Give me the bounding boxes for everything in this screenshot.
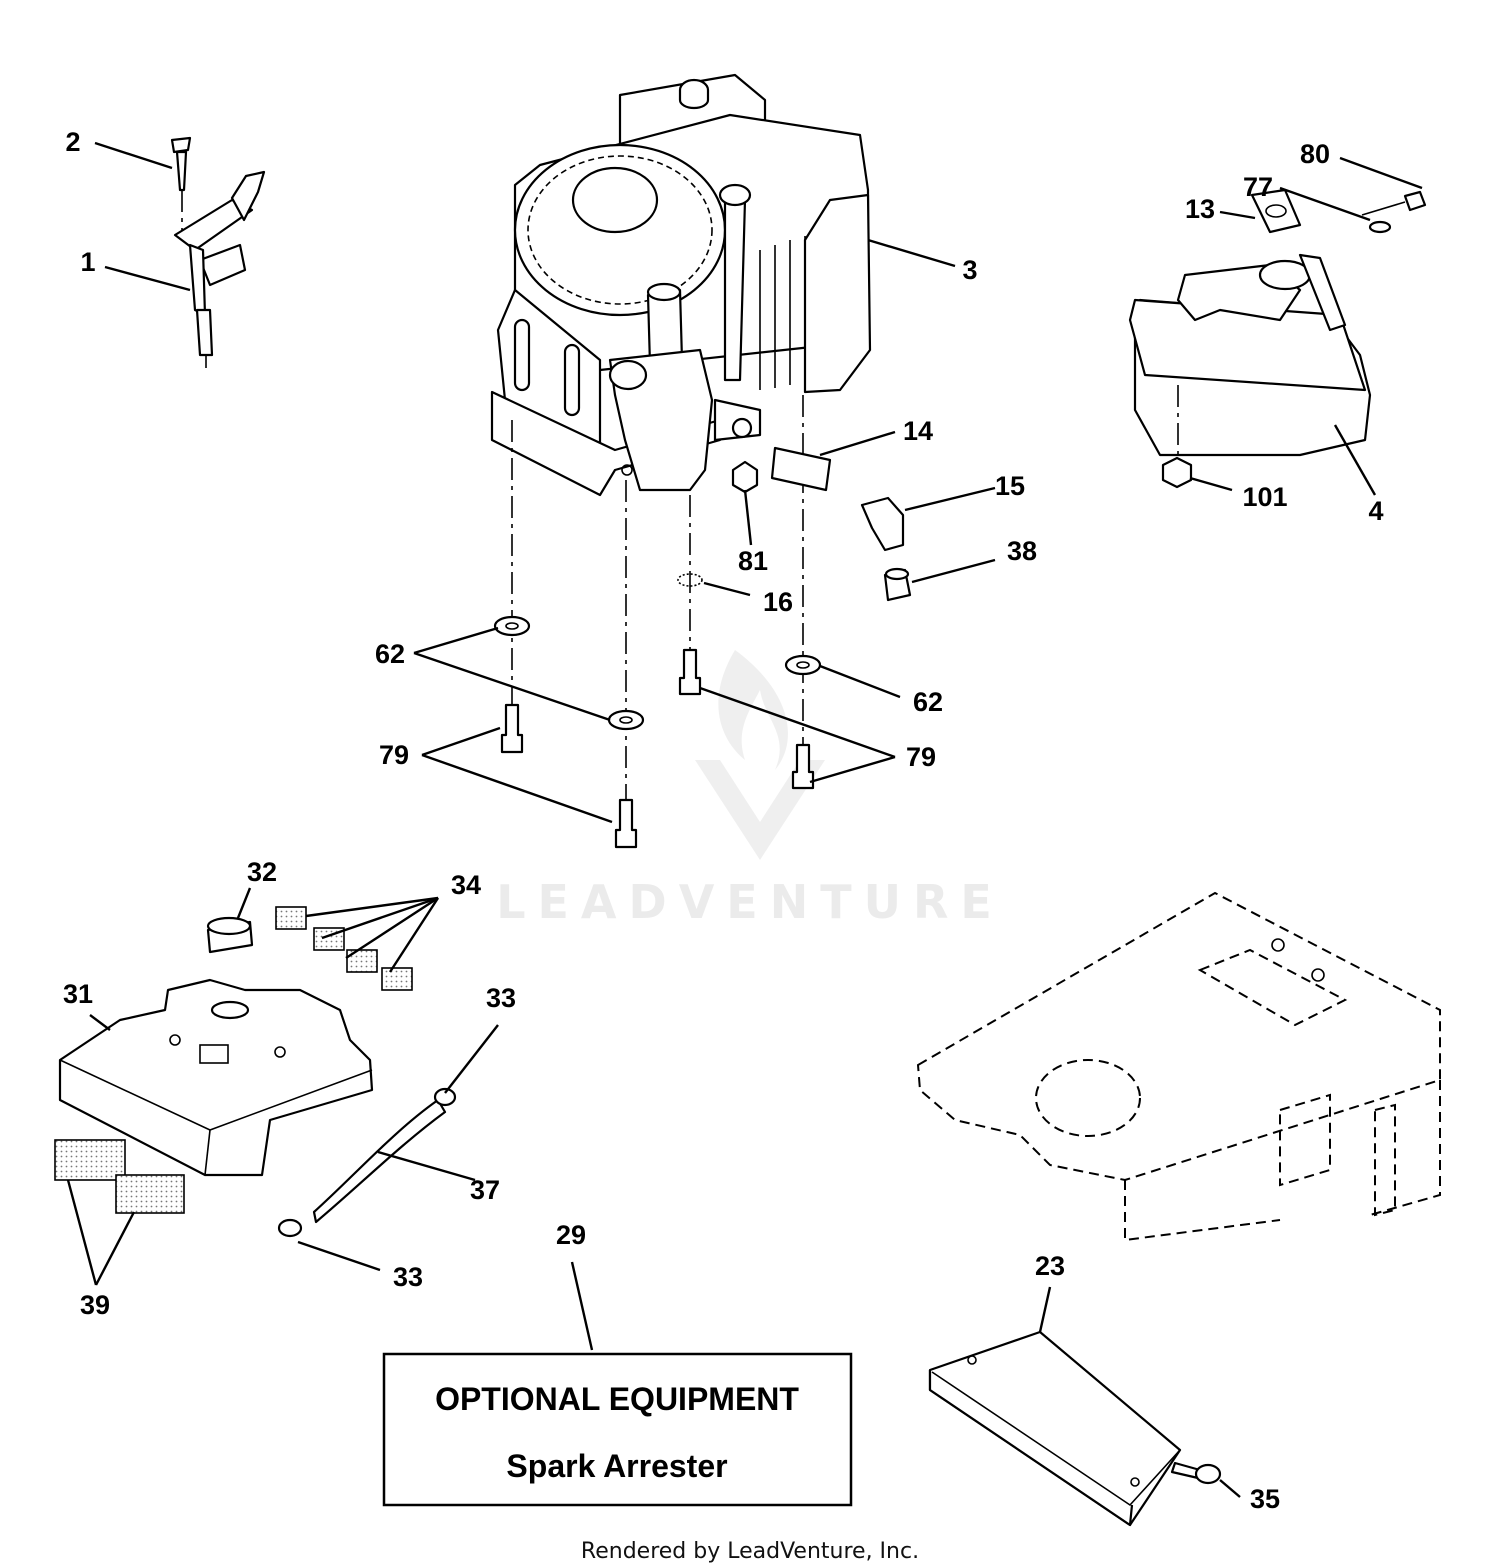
callout-77: 77 (1243, 172, 1273, 202)
muffler-part (1128, 188, 1427, 489)
frame-part (916, 891, 1441, 1242)
callout-2: 2 (65, 127, 80, 157)
callout-13: 13 (1185, 194, 1215, 224)
callout-15: 15 (995, 471, 1025, 501)
optional-equipment-box: OPTIONAL EQUIPMENT Spark Arrester (382, 1352, 853, 1507)
callout-1: 1 (80, 247, 95, 277)
callout-4: 4 (1368, 496, 1383, 526)
callout-23: 23 (1035, 1251, 1065, 1281)
skid-plate-part (928, 1330, 1222, 1527)
callout-80: 80 (1300, 139, 1330, 169)
engine-part (490, 73, 872, 497)
washer-62-parts (493, 573, 822, 731)
callout-31: 31 (63, 979, 93, 1009)
callout-79-right: 79 (906, 742, 936, 772)
callout-38: 38 (1007, 536, 1037, 566)
optional-equipment-subtitle: Spark Arrester (506, 1448, 727, 1484)
callout-35: 35 (1250, 1484, 1280, 1514)
callout-labels: 2 1 3 4 13 14 15 16 23 29 31 32 33 33 34… (63, 127, 1384, 1514)
callout-37: 37 (470, 1175, 500, 1205)
callout-62-right: 62 (913, 687, 943, 717)
callout-33-top: 33 (486, 983, 516, 1013)
callout-79-left: 79 (379, 740, 409, 770)
fuel-fittings (731, 446, 912, 602)
callout-32: 32 (247, 857, 277, 887)
optional-equipment-title: OPTIONAL EQUIPMENT (435, 1381, 799, 1417)
footer-credit: Rendered by LeadVenture, Inc. (581, 1539, 919, 1564)
callout-34: 34 (451, 870, 481, 900)
watermark-text: LEADVENTURE (496, 875, 1004, 929)
bolt-79-parts (500, 648, 815, 849)
leader-lines (66, 141, 1423, 1498)
callout-81: 81 (738, 546, 768, 576)
callout-16: 16 (763, 587, 793, 617)
callout-33-bottom: 33 (393, 1262, 423, 1292)
callout-14: 14 (903, 416, 933, 446)
callout-101: 101 (1242, 482, 1287, 512)
callout-3: 3 (962, 255, 977, 285)
callout-39: 39 (80, 1290, 110, 1320)
mount-lines (511, 395, 804, 820)
callout-62-left: 62 (375, 639, 405, 669)
throttle-control-part (170, 136, 266, 368)
callout-29: 29 (556, 1220, 586, 1250)
heat-shield-part (54, 906, 457, 1238)
